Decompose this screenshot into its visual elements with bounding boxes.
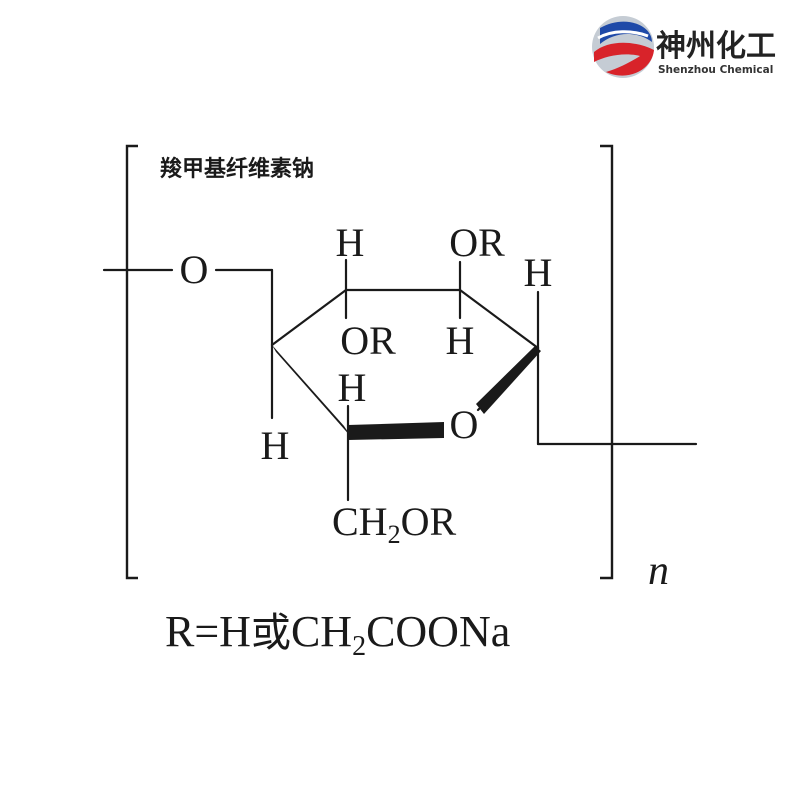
atom-or-inner: OR [340,318,396,363]
atom-or-top-right: OR [449,220,505,265]
formula-part3: CH [291,607,352,656]
logo-globe-icon [592,16,654,78]
right-bracket [600,144,614,580]
atom-h-right: H [524,250,553,295]
bond-wedge-o-c1 [476,346,541,414]
logo-name-cn: 神州化工 [656,29,776,64]
bond-wedge-c5-o [348,422,444,440]
atom-labels: O H OR H OR H H O H CH2OR [180,220,553,549]
atom-o-ring: O [450,402,479,447]
formula: R=H或CH2COONa [165,607,510,662]
atom-h-inner: H [446,318,475,363]
formula-part4: COONa [366,607,510,656]
formula-subscript: 2 [352,631,366,662]
bond-ring-c2-c1 [458,288,540,350]
bonds [102,258,698,502]
compound-name: 羧甲基纤维素钠 [160,156,314,182]
formula-part1: R=H [165,607,251,656]
repeat-index: n [648,548,669,594]
atom-ch2or: CH2OR [332,499,456,549]
logo-name-en: Shenzhou Chemical [658,64,773,76]
formula-part2: 或 [251,610,291,656]
atom-h-left: H [261,423,290,468]
bond-ring-c4-c3 [270,288,348,347]
ch2or-suffix: OR [401,499,457,544]
left-bracket [125,144,138,580]
atom-o-left: O [180,247,209,292]
atom-h-top-left: H [336,220,365,265]
bond-wedge-c4-c5 [272,345,352,438]
shenzhou-logo: 神州化工 Shenzhou Chemical [592,16,776,78]
ch2or-subscript: 2 [388,520,401,549]
atom-h-lower: H [338,365,367,410]
ch2or-prefix: CH [332,499,388,544]
